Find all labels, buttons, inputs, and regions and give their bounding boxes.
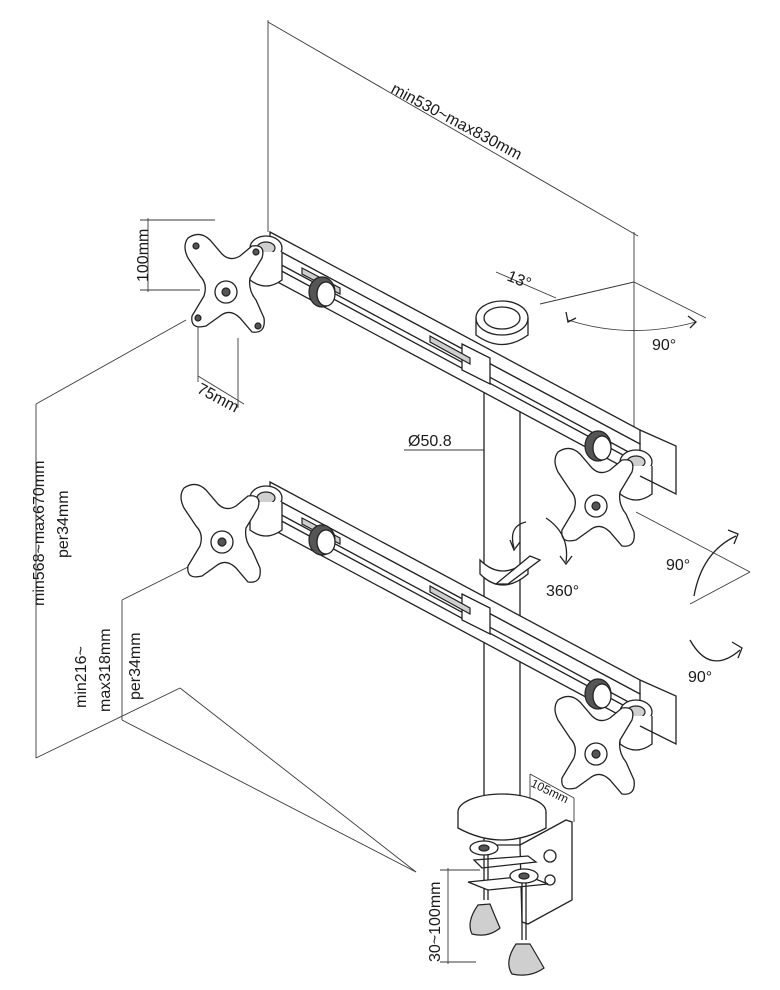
vesa-height-label: 100mm	[135, 229, 152, 282]
upper-arm	[249, 230, 677, 501]
swivel-angle-lower-label: 90°	[688, 669, 712, 686]
vesa-plate-upper-left	[184, 233, 265, 333]
pole-height-label-1: min568~max670mm	[31, 461, 48, 606]
arm-span-label: min530~max830mm	[388, 81, 524, 164]
pole-height-label-2: per34mm	[55, 490, 72, 558]
lower-arm-label-3: per34mm	[127, 632, 144, 700]
swivel-angle-upper-label: 90°	[666, 557, 690, 574]
rotation-angle-label: 360°	[546, 583, 579, 600]
lower-arm-label-1: min216~	[73, 646, 90, 708]
vesa-plate-lower-left	[180, 483, 261, 583]
angle-arcs	[495, 271, 743, 662]
clamp-range-label: 30~100mm	[427, 882, 444, 963]
lower-arm-label-2: max318mm	[97, 628, 114, 712]
dimension-lines	[35, 20, 751, 964]
vesa-width-label: 75mm	[194, 381, 241, 417]
vesa-plate-lower-right	[554, 695, 635, 795]
tilt-angle-label: 13°	[505, 268, 534, 293]
desk-clamp	[457, 793, 573, 976]
lower-arm	[249, 480, 677, 751]
vesa-plate-upper-right	[554, 447, 635, 547]
pan-angle-label: 90°	[652, 337, 676, 354]
pole-diameter-label: Ø50.8	[408, 433, 452, 450]
